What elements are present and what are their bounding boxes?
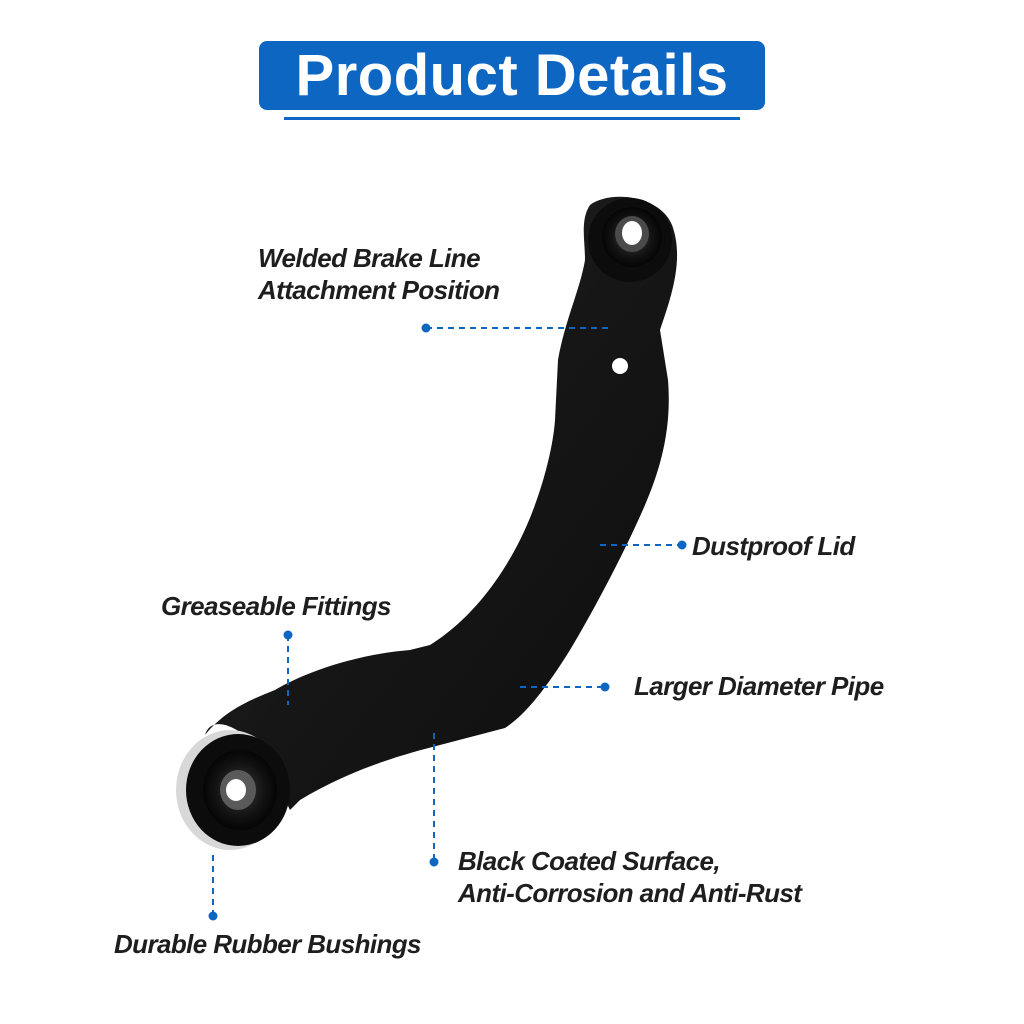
arm-body [205, 196, 678, 810]
callout-coated-1: Black Coated Surface, [458, 846, 721, 876]
callout-coated-2: Anti-Corrosion and Anti-Rust [458, 878, 802, 908]
callout-brake-line-2: Attachment Position [258, 275, 500, 305]
callout-brake-line: Welded Brake Line Attachment Position [258, 242, 500, 306]
callout-pipe: Larger Diameter Pipe [634, 671, 884, 701]
brake-line-hole [612, 358, 628, 374]
title-underline [284, 117, 740, 120]
callout-brake-line-1: Welded Brake Line [258, 243, 481, 273]
callout-dustproof: Dustproof Lid [692, 531, 855, 561]
bottom-bushing-hole [226, 779, 246, 801]
page-title: Product Details [295, 43, 729, 108]
callout-coated: Black Coated Surface, Anti-Corrosion and… [458, 845, 802, 909]
callout-bushings: Durable Rubber Bushings [114, 929, 422, 959]
callout-greaseable: Greaseable Fittings [161, 591, 392, 621]
title-banner: Product Details [259, 41, 765, 110]
top-bushing-hole [622, 221, 642, 245]
